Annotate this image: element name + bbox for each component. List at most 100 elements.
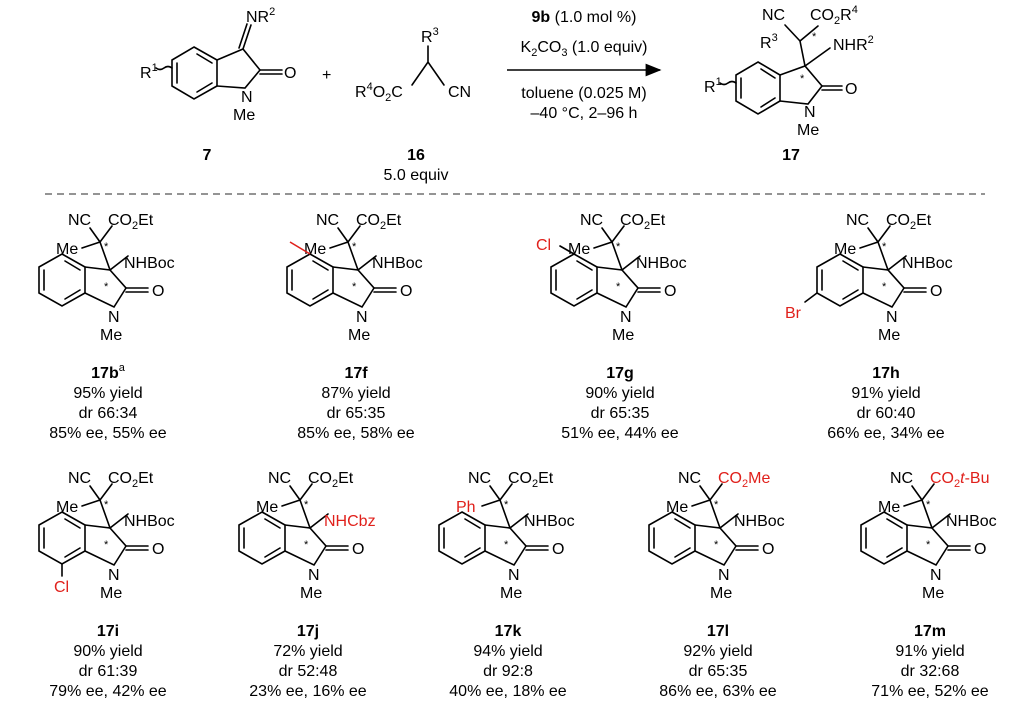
- plus-sign: +: [322, 67, 331, 84]
- aromatic-bonds: [443, 518, 481, 558]
- benzene-ring: [860, 511, 908, 565]
- stereo-star: *: [616, 241, 621, 253]
- n-methyl: Me: [100, 585, 122, 602]
- amine-label: NHBoc: [524, 513, 575, 530]
- benzene-ring: [550, 253, 598, 307]
- ester-label: R4O2C: [355, 81, 403, 104]
- stereo-star: *: [926, 539, 931, 551]
- carbonyl-bond: [637, 287, 661, 293]
- product-n-methyl: Me: [797, 122, 819, 139]
- nitrile-label: NC: [468, 470, 491, 487]
- amine-label: NHBoc: [372, 255, 423, 272]
- carbonyl-bond: [903, 287, 927, 293]
- ester-label: CO2Et: [108, 212, 154, 232]
- stereo-star: *: [714, 499, 719, 511]
- compound-id: 17f: [344, 365, 368, 382]
- compound-id: 17h: [872, 365, 900, 382]
- yield-text: 91% yield: [895, 643, 964, 660]
- yield-text: 87% yield: [321, 385, 390, 402]
- chloro-substituent: Cl: [536, 237, 551, 254]
- carbonyl-bond: [525, 545, 549, 551]
- alpha-substituent: Me: [568, 241, 590, 258]
- dr-text: dr 65:35: [327, 405, 386, 422]
- ee-text: 66% ee, 34% ee: [827, 425, 945, 442]
- nitrile-label: NC: [68, 470, 91, 487]
- carbonyl-bond: [325, 545, 349, 551]
- amine-label: NHBoc: [636, 255, 687, 272]
- n-label: N: [108, 309, 120, 326]
- yield-text: 94% yield: [473, 643, 542, 660]
- compound-id: 17g: [606, 365, 634, 382]
- nitrile-label: NC: [678, 470, 701, 487]
- nitrile-label: NC: [68, 212, 91, 229]
- n-methyl: Me: [710, 585, 732, 602]
- carbonyl-o: O: [284, 65, 296, 82]
- nitrile-label: NC: [316, 212, 339, 229]
- dr-text: dr 92:8: [483, 663, 533, 680]
- carbonyl-o: O: [930, 283, 942, 300]
- aromatic-bonds: [555, 260, 593, 300]
- base-condition: K2CO3 (1.0 equiv): [521, 39, 648, 59]
- n-methyl: Me: [878, 327, 900, 344]
- dr-text: dr 52:48: [279, 663, 338, 680]
- c-cl-bond: [559, 245, 575, 255]
- ester-label: CO2Et: [886, 212, 932, 232]
- alpha-substituent: Me: [56, 499, 78, 516]
- dr-text: dr 60:40: [857, 405, 916, 422]
- product-n-label: N: [804, 104, 816, 121]
- dr-text: dr 61:39: [79, 663, 138, 680]
- imine-label: NR2: [246, 6, 275, 26]
- stereo-star: *: [504, 499, 509, 511]
- n-label: N: [886, 309, 898, 326]
- product-carbonyl-o: O: [845, 81, 857, 98]
- ee-text: 23% ee, 16% ee: [249, 683, 367, 700]
- temperature-time-condition: –40 °C, 2–96 h: [531, 105, 638, 122]
- carbonyl-o: O: [762, 541, 774, 558]
- carbonyl-bond: [125, 545, 149, 551]
- reactant-7-structure: [155, 23, 283, 100]
- stereo-star: *: [714, 539, 719, 551]
- carbonyl-o: O: [152, 541, 164, 558]
- benzene-ring: [38, 511, 86, 565]
- bromo-substituent: Br: [785, 305, 802, 322]
- stereo-star: *: [926, 499, 931, 511]
- n-methyl: Me: [612, 327, 634, 344]
- carbonyl-bond: [125, 287, 149, 293]
- c-br-bond: [804, 292, 818, 303]
- stereo-star: *: [616, 281, 621, 293]
- nitrile-label: NC: [268, 470, 291, 487]
- benzene-ring: [438, 511, 486, 565]
- ee-text: 79% ee, 42% ee: [49, 683, 167, 700]
- dr-text: dr 32:68: [901, 663, 960, 680]
- product-r3: R3: [760, 32, 778, 52]
- yield-text: 91% yield: [851, 385, 920, 402]
- aromatic-bonds: [653, 518, 691, 558]
- product-ester: CO2R4: [810, 4, 858, 27]
- n-methyl: Me: [922, 585, 944, 602]
- compound-number-7: 7: [203, 147, 212, 164]
- n-label: N: [508, 567, 520, 584]
- dr-text: dr 66:34: [79, 405, 138, 422]
- side-chain-bonds: [691, 483, 739, 529]
- stereo-star: *: [352, 241, 357, 253]
- n-label: N: [308, 567, 320, 584]
- ee-text: 51% ee, 44% ee: [561, 425, 679, 442]
- n-label: N: [356, 309, 368, 326]
- product-17-structure: [719, 24, 843, 115]
- product-nhr: NHR2: [833, 34, 874, 54]
- amine-label: NHBoc: [124, 255, 175, 272]
- amine-label: NHCbz: [324, 513, 376, 530]
- ester-label: CO2Et: [108, 470, 154, 490]
- alpha-substituent: Me: [256, 499, 278, 516]
- solvent-condition: toluene (0.025 M): [521, 85, 646, 102]
- benzene-ring: [286, 253, 334, 307]
- compound-id: 17ba: [91, 362, 126, 382]
